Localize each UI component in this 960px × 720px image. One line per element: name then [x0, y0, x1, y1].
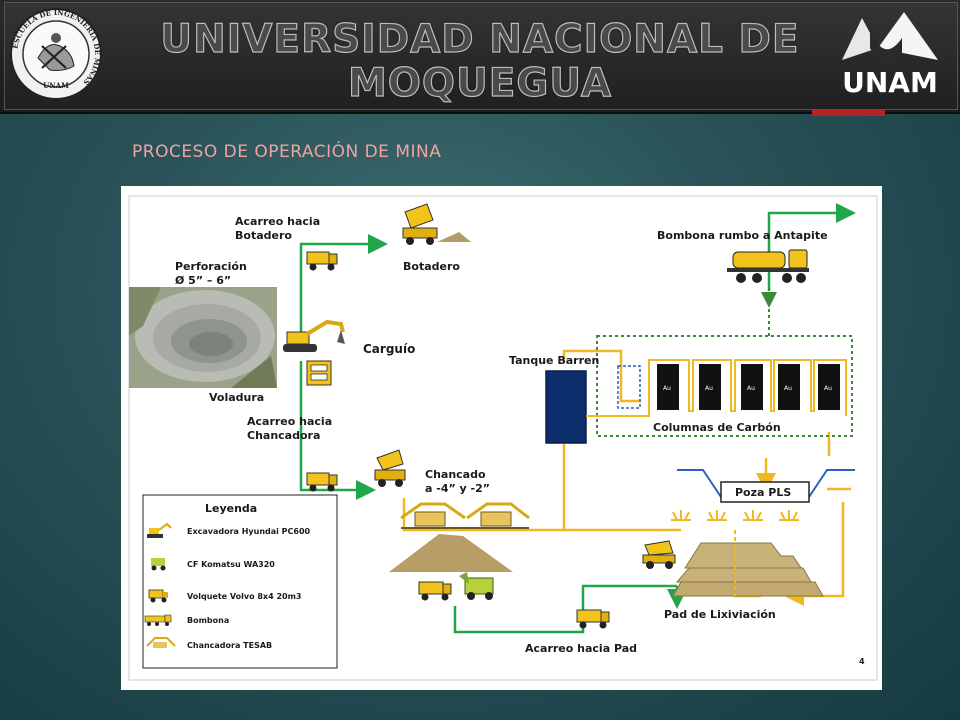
acarreo-chancadora-label-1: Acarreo hacia: [247, 415, 332, 428]
carbon-column: Au: [699, 364, 721, 410]
legend-label: CF Komatsu WA320: [187, 560, 275, 569]
poza-pls-label: Poza PLS: [735, 486, 791, 499]
mine-process-diagram: Bombona rumbo a Antapite Tanque Barren A…: [121, 186, 882, 690]
legend-title: Leyenda: [205, 502, 257, 515]
diagram-frame: [128, 195, 878, 681]
legend-item-tanker: Bombona: [144, 614, 229, 626]
leach-pad-icon: [672, 542, 824, 597]
legend-label: Chancadora TESAB: [187, 641, 272, 650]
logo-text: UNAM: [842, 66, 938, 99]
acarreo-pad-label: Acarreo hacia Pad: [525, 642, 637, 655]
acarreo-chancadora-label-2: Chancadora: [247, 429, 320, 442]
legend-label: Bombona: [187, 616, 229, 625]
dump-truck-icon: [418, 581, 452, 601]
sprinkler-icons: [671, 510, 799, 521]
header-banner: ESCUELA DE INGENIERÍA DE MINAS UNAM UNIV…: [0, 0, 960, 114]
legend-box: Leyenda Excavadora Hyundai PC600 CF Koma…: [142, 494, 338, 669]
tanque-barren-tank: [545, 370, 587, 444]
carbon-columns: Au Au Au Au Au: [657, 364, 840, 410]
diagram-canvas: Bombona rumbo a Antapite Tanque Barren A…: [128, 195, 878, 681]
university-seal-icon: ESCUELA DE INGENIERÍA DE MINAS UNAM: [10, 8, 102, 100]
perforacion-label-2: Ø 5” – 6”: [175, 274, 231, 287]
au-label: Au: [784, 385, 792, 392]
dump-truck-icon: [576, 609, 610, 629]
excavator-icon: [147, 522, 172, 538]
loader-icon: [151, 558, 166, 571]
column-piping: [586, 359, 847, 417]
tanque-barren-label: Tanque Barren: [509, 354, 599, 367]
legend-item-crusher: Chancadora TESAB: [146, 637, 272, 650]
pad-lixiviacion-label: Pad de Lixiviación: [664, 608, 776, 621]
legend-item-excavator: Excavadora Hyundai PC600: [147, 522, 311, 538]
bombona-antapite-label: Bombona rumbo a Antapite: [657, 229, 828, 242]
carguio-label: Carguío: [363, 342, 415, 356]
stockpile-icon: [389, 534, 513, 572]
columnas-carbon-label: Columnas de Carbón: [653, 421, 781, 434]
tanker-icon: [144, 614, 172, 626]
accent-bar: [812, 110, 885, 116]
header-frame: [4, 2, 958, 110]
carbon-column: Au: [741, 364, 763, 410]
section-subtitle: PROCESO DE OPERACIÓN DE MINA: [132, 142, 442, 162]
voladura-label: Voladura: [209, 391, 264, 404]
crusher-unit-icon: [306, 360, 332, 386]
au-label: Au: [663, 385, 671, 392]
chancado-label-2: a -4” y -2”: [425, 482, 490, 495]
carbon-column: Au: [778, 364, 800, 410]
page-number: 4: [859, 657, 865, 666]
acarreo-botadero-label-2: Botadero: [235, 229, 292, 242]
dump-truck-icon: [148, 589, 168, 603]
crusher-truck-icon: [374, 449, 406, 487]
excavator-icon: [283, 319, 345, 352]
tanker-truck-icon: [727, 249, 809, 283]
chancado-label-1: Chancado: [425, 468, 486, 481]
crusher-plant-icon: [400, 502, 530, 529]
crusher-icon: [146, 637, 176, 648]
legend-item-loader: CF Komatsu WA320: [151, 558, 275, 571]
botadero-truck-icon: [402, 203, 471, 245]
dump-truck-icon: [306, 251, 338, 271]
legend-label: Volquete Volvo 8x4 20m3: [187, 592, 301, 601]
open-pit-image: [129, 287, 277, 388]
perforacion-label-1: Perforación: [175, 260, 247, 273]
unam-logo-icon: UNAM: [842, 12, 938, 99]
acarreo-botadero-label-1: Acarreo hacia: [235, 215, 320, 228]
dump-truck-icon: [306, 472, 338, 492]
poza-pls-box: [720, 481, 810, 503]
columns-dotted-box: [596, 335, 853, 437]
au-label: Au: [747, 385, 755, 392]
carbon-column: Au: [657, 364, 679, 410]
au-label: Au: [705, 385, 713, 392]
seal-bottom-text: UNAM: [43, 81, 69, 90]
dump-truck-icon: [642, 540, 676, 569]
au-label: Au: [824, 385, 832, 392]
title-line-1: UNIVERSIDAD NACIONAL DE: [160, 17, 800, 62]
title-line-2: MOQUEGUA: [347, 61, 613, 106]
botadero-label: Botadero: [403, 260, 460, 273]
loader-icon: [459, 572, 494, 600]
university-title: UNIVERSIDAD NACIONAL DE MOQUEGUA: [120, 17, 840, 106]
legend-item-dump-truck: Volquete Volvo 8x4 20m3: [148, 589, 301, 603]
legend-label: Excavadora Hyundai PC600: [187, 527, 311, 536]
column-placeholder: [617, 365, 641, 409]
carbon-column: Au: [818, 364, 840, 410]
